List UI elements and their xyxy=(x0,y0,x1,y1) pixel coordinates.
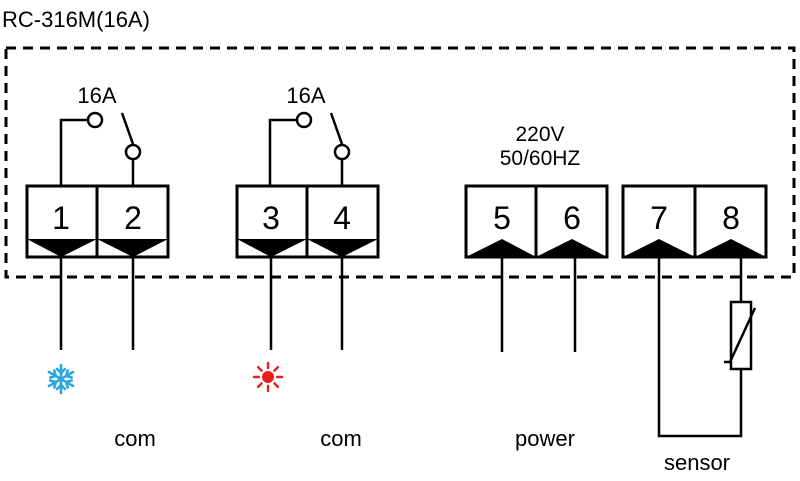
power-input: 220V 50/60HZ 5 6 power xyxy=(464,123,609,451)
terminal-8-clamp xyxy=(695,239,766,257)
terminal-6-number: 6 xyxy=(563,200,581,236)
relay-2-switch-arm xyxy=(329,112,344,145)
relay-2-label: com xyxy=(320,426,362,451)
terminal-4-number: 4 xyxy=(333,200,351,236)
terminal-4-clamp xyxy=(307,239,378,257)
relay-1-pivot-contact xyxy=(124,143,142,161)
relay-1-rating: 16A xyxy=(77,83,116,108)
terminal-2-number: 2 xyxy=(124,200,142,236)
relay-2: 16A 3 4 com xyxy=(235,83,380,451)
terminal-5-clamp xyxy=(466,239,536,257)
terminal-7-clamp xyxy=(623,239,695,257)
relay-2-pivot-contact xyxy=(333,143,351,161)
relay-1-label: com xyxy=(114,426,156,451)
terminal-2-clamp xyxy=(97,239,168,257)
relay-2-contact-wire xyxy=(268,118,297,186)
terminal-7-number: 7 xyxy=(650,200,668,236)
terminal-1-number: 1 xyxy=(52,200,70,236)
diagram-title: RC-316M(16A) xyxy=(2,7,150,32)
relay-1-fixed-contact xyxy=(86,111,104,129)
thermistor-icon xyxy=(724,300,757,371)
relay-2-fixed-contact xyxy=(295,111,313,129)
terminal-3-number: 3 xyxy=(262,200,280,236)
relay-2-rating: 16A xyxy=(286,83,325,108)
terminal-8-number: 8 xyxy=(722,200,740,236)
relay-1: 16A 1 2 com xyxy=(25,83,170,451)
power-label: power xyxy=(515,426,575,451)
power-voltage: 220V xyxy=(515,123,564,146)
heat-sun-icon xyxy=(252,361,284,393)
terminal-3-clamp xyxy=(237,239,307,257)
relay-1-contact-wire xyxy=(59,118,88,186)
sensor-input: 7 8 sensor xyxy=(621,184,768,475)
snowflake-icon xyxy=(47,363,75,395)
sensor-loop-wire xyxy=(657,257,743,438)
sensor-label: sensor xyxy=(664,450,730,475)
terminal-1-clamp xyxy=(27,239,97,257)
terminal-5-number: 5 xyxy=(493,200,511,236)
terminal-6-clamp xyxy=(536,239,607,257)
power-frequency: 50/60HZ xyxy=(500,147,581,170)
controller-enclosure xyxy=(4,46,796,279)
relay-1-switch-arm xyxy=(120,112,135,145)
